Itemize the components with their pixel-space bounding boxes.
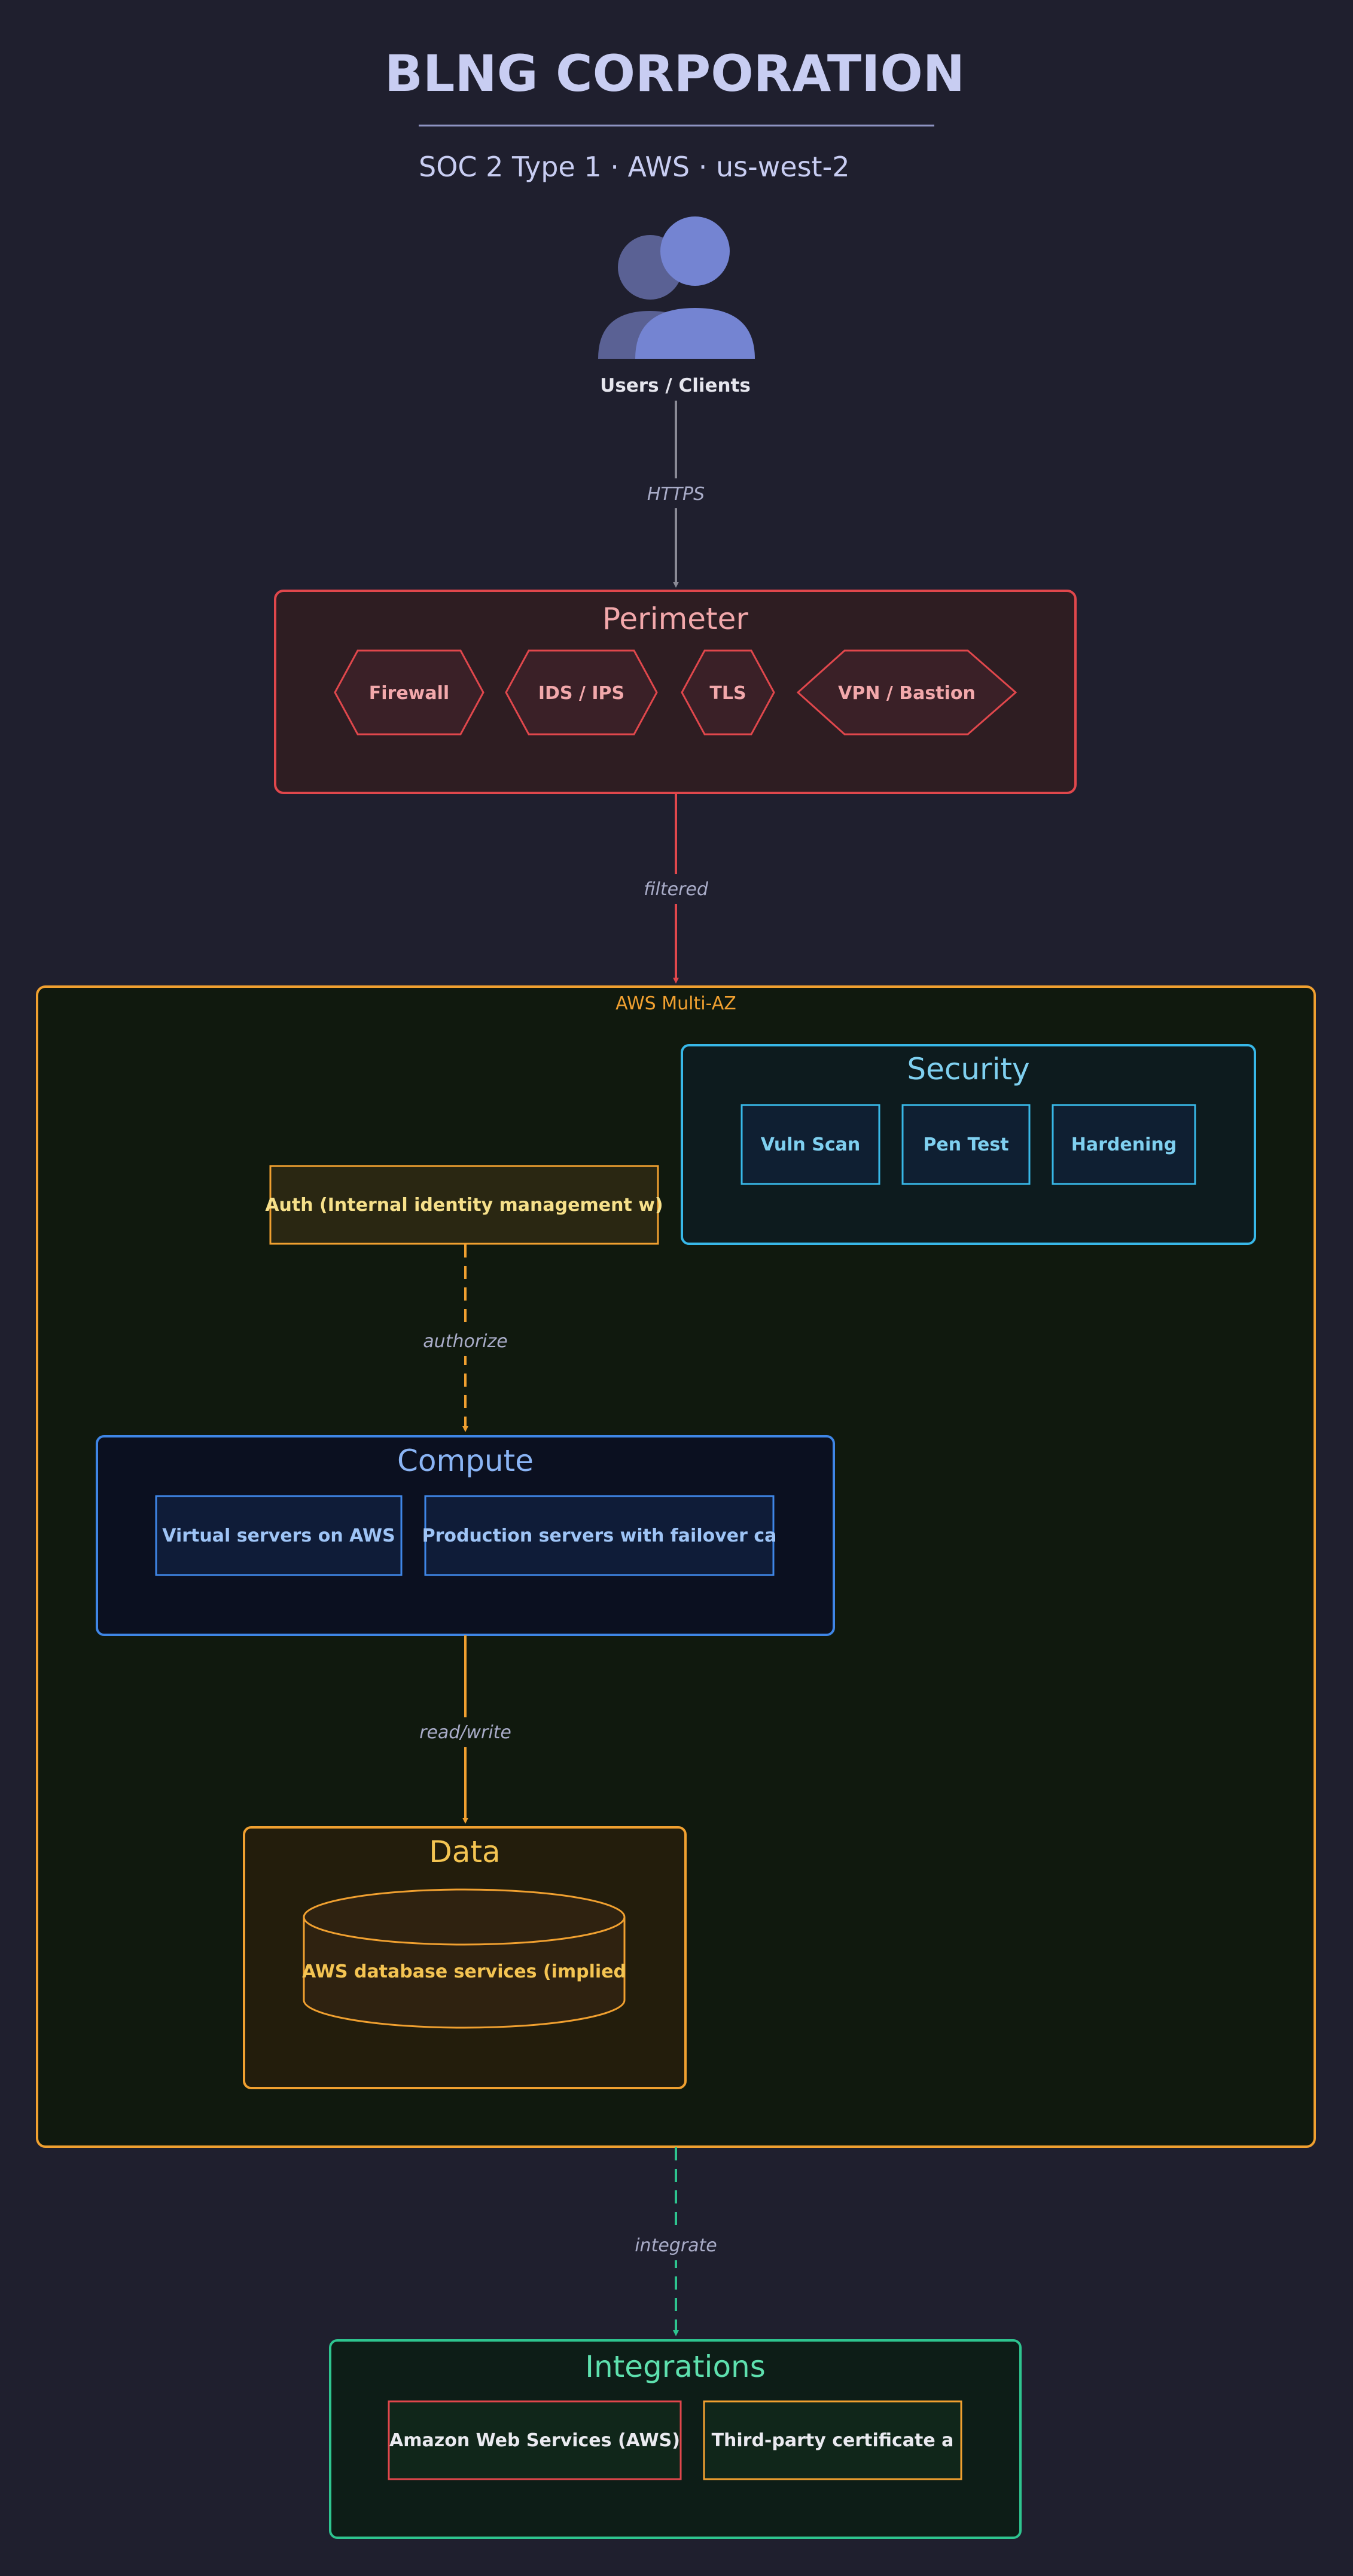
integration-item-aws[interactable]: Amazon Web Services (AWS) [388, 2400, 682, 2480]
edge-authorize-label-bg [422, 1326, 509, 1356]
security-item-label: Hardening [1071, 1134, 1177, 1155]
edge-read-write-label-bg [419, 1717, 512, 1747]
aws-label: AWS Multi-AZ [615, 993, 736, 1014]
perimeter-box [274, 590, 1077, 794]
security-item-vuln-scan[interactable]: Vuln Scan [741, 1104, 880, 1185]
perimeter-title: Perimeter [602, 602, 748, 636]
users-label: Users / Clients [600, 375, 751, 396]
perimeter-item-ids-ips[interactable]: IDS / IPS [505, 649, 658, 735]
perimeter-item-label: IDS / IPS [538, 683, 624, 704]
compute-item-label: Production servers with failover ca [422, 1525, 777, 1546]
security-item-pen-test[interactable]: Pen Test [901, 1104, 1031, 1185]
edge-integrate-label: integrate [635, 2235, 717, 2256]
integration-item-label: Amazon Web Services (AWS) [389, 2430, 680, 2451]
security-title: Security [907, 1052, 1029, 1086]
integrations-group: Integrations Amazon Web Services (AWS) T… [329, 2339, 1022, 2539]
compute-title: Compute [397, 1443, 534, 1478]
security-item-label: Pen Test [923, 1134, 1008, 1155]
page-title: BLNG CORPORATION [385, 44, 965, 103]
header: BLNG CORPORATION SOC 2 Type 1 · AWS · us… [385, 44, 965, 183]
data-title: Data [429, 1835, 500, 1869]
perimeter-item-label: VPN / Bastion [838, 683, 976, 704]
perimeter-item-firewall[interactable]: Firewall [334, 649, 484, 735]
compute-group: Compute Virtual servers on AWS Productio… [96, 1435, 835, 1636]
edge-authorize-label: authorize [423, 1331, 507, 1352]
database-label: AWS database services (implied [302, 1961, 626, 1982]
edge-https-label-bg [643, 478, 709, 508]
edge-https-label: HTTPS [647, 484, 705, 505]
perimeter-item-tls[interactable]: TLS [681, 649, 775, 735]
perimeter-item-vpn-bastion[interactable]: VPN / Bastion [796, 649, 1017, 735]
database-cylinder[interactable]: AWS database services (implied [302, 1888, 626, 2029]
aws-zone: AWS Multi-AZ Security Vuln Scan Pen Test… [36, 985, 1316, 2148]
compute-item-label: Virtual servers on AWS [162, 1525, 395, 1546]
integrations-title: Integrations [585, 2349, 766, 2384]
users-icon [598, 216, 755, 359]
edge-read-write-label: read/write [419, 1722, 511, 1743]
auth-label: Auth (Internal identity management w) [265, 1195, 663, 1216]
compute-item-virtual-servers[interactable]: Virtual servers on AWS [155, 1495, 403, 1576]
perimeter-item-label: Firewall [369, 683, 449, 704]
edge-integrate-label-bg [633, 2230, 719, 2260]
security-item-hardening[interactable]: Hardening [1052, 1104, 1196, 1185]
auth-node[interactable]: Auth (Internal identity management w) [265, 1165, 663, 1245]
perimeter-zone: Perimeter Firewall IDS / IPS TLS VPN / B… [274, 590, 1077, 794]
security-group: Security Vuln Scan Pen Test Hardening [681, 1044, 1256, 1245]
integration-item-label: Third-party certificate a [712, 2430, 954, 2451]
edge-filtered-label-bg [640, 874, 712, 904]
perimeter-item-label: TLS [709, 683, 746, 704]
edge-filtered-label: filtered [644, 879, 709, 900]
integration-item-third-party-cert[interactable]: Third-party certificate a [703, 2400, 962, 2480]
compute-item-production-servers[interactable]: Production servers with failover ca [422, 1495, 777, 1576]
page-subtitle: SOC 2 Type 1 · AWS · us-west-2 [419, 151, 849, 183]
security-item-label: Vuln Scan [761, 1134, 861, 1155]
data-group: Data AWS database services (implied [243, 1826, 687, 2089]
